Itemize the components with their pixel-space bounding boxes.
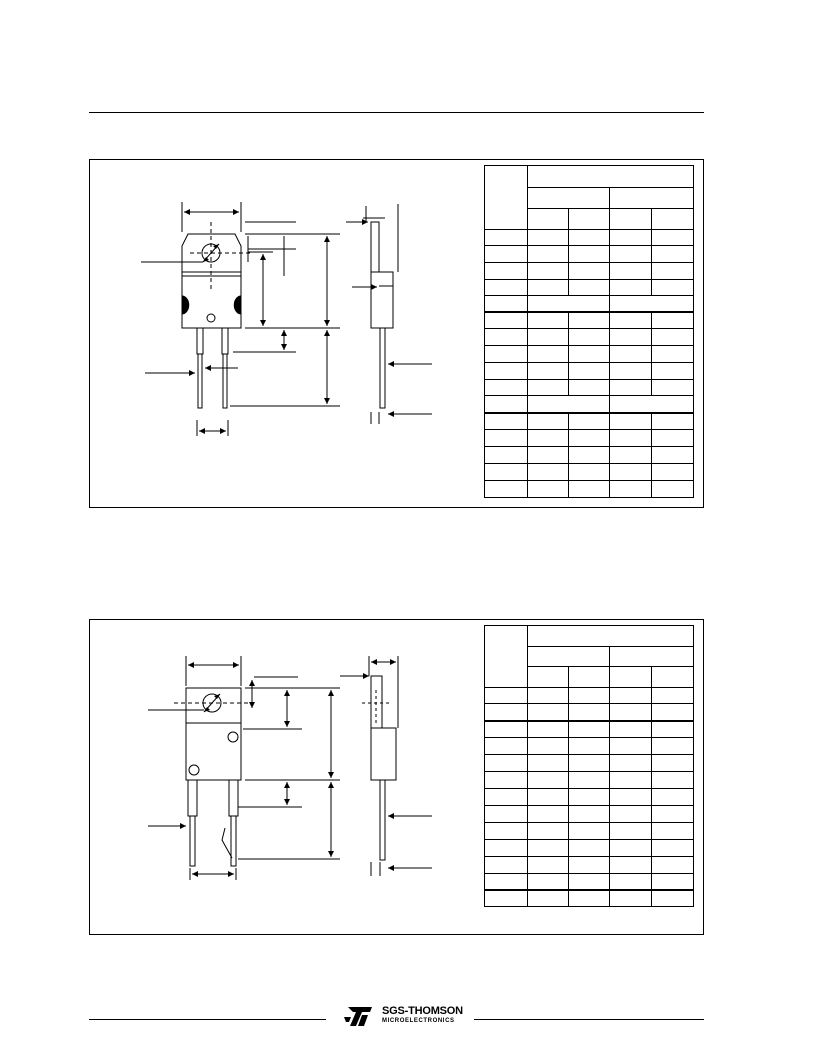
table-header-mm (527, 187, 610, 209)
table-row (484, 165, 694, 230)
table-row (484, 687, 694, 704)
table-row (484, 411, 694, 430)
table-row (484, 262, 694, 280)
table-header-ref (484, 165, 528, 230)
table-row (484, 379, 694, 396)
table-row (484, 703, 694, 721)
table-row (484, 429, 694, 447)
table-row (484, 788, 694, 806)
package-panel-1 (89, 159, 704, 508)
footer-rule-right (474, 1019, 704, 1020)
table-row (484, 362, 694, 380)
table-header-ref (484, 625, 528, 688)
table-row (484, 245, 694, 263)
footer-brand-sub: MICROELECTRONICS (382, 1018, 455, 1024)
table-row (484, 279, 694, 296)
table-row (484, 737, 694, 755)
header-rule (89, 112, 704, 113)
dimensions-table-2 (484, 625, 694, 907)
table-row (484, 625, 694, 688)
table-row (485, 666, 694, 688)
table-row (484, 839, 694, 857)
footer-logo: SGS-THOMSON MICROELECTRONICS (342, 1003, 482, 1029)
table-row (484, 480, 694, 498)
table-row (484, 822, 694, 840)
table-row (485, 208, 694, 230)
table-row (484, 463, 694, 481)
table-row (484, 446, 694, 464)
table-row (484, 229, 694, 246)
table-header-group (527, 165, 694, 188)
footer-brand-name: SGS-THOMSON (382, 1005, 463, 1017)
table-header-group (527, 625, 694, 647)
package-panel-2 (89, 619, 704, 935)
footer-rule-left (89, 1019, 326, 1020)
table-row (484, 395, 694, 413)
table-row (484, 805, 694, 823)
dimensions-table-1 (484, 165, 694, 498)
table-row (484, 310, 694, 329)
table-header-inch (609, 646, 694, 667)
table-row (484, 328, 694, 346)
table-row (484, 888, 694, 907)
st-logo-icon (344, 1007, 372, 1026)
table-row (484, 719, 694, 738)
table-header-inch (609, 187, 694, 209)
table-header-mm (527, 646, 610, 667)
table-row (484, 754, 694, 772)
table-row (484, 856, 694, 874)
table-row (484, 873, 694, 890)
table-row (484, 771, 694, 789)
table-row (484, 345, 694, 363)
table-row (484, 295, 694, 312)
